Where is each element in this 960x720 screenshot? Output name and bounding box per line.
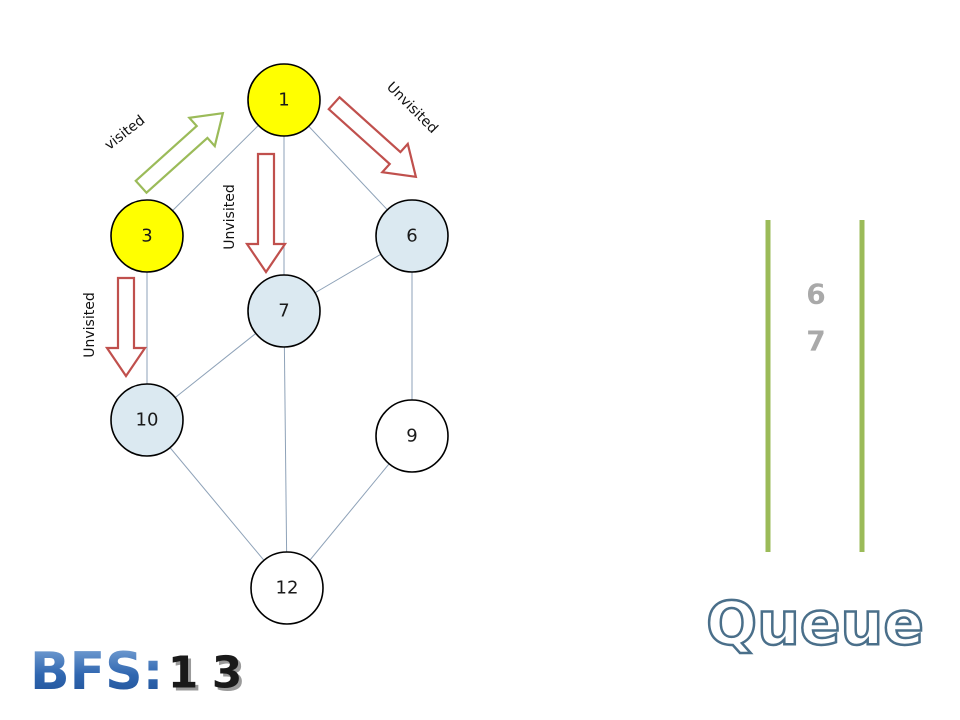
arrow-label: Unvisited [222, 184, 238, 249]
bfs-sequence-item: 1 [168, 648, 199, 699]
node-label: 9 [406, 426, 417, 447]
arrow-label: visited [102, 112, 148, 153]
node-3: 3 [110, 199, 184, 273]
node-label: 6 [406, 226, 417, 247]
bfs-sequence-shadow: 1 [171, 651, 202, 702]
node-circle [250, 551, 324, 625]
graph-nodes: 1 3 6 7 10 9 12 [110, 63, 449, 625]
node-12: 12 [250, 551, 324, 625]
arrow-label: Unvisited [383, 79, 441, 137]
queue-item: 6 [806, 278, 825, 311]
traversal-arrow-1-7: Unvisited [222, 152, 288, 274]
node-7: 7 [247, 274, 321, 348]
bfs-sequence-shadow: 3 [215, 651, 246, 702]
node-circle [375, 199, 449, 273]
node-label: 7 [278, 301, 289, 322]
bfs-label: BFS: [30, 642, 163, 702]
arrow-shape [327, 95, 418, 179]
node-circle [247, 63, 321, 137]
queue: 6 7 [765, 220, 865, 552]
node-10: 10 [110, 383, 184, 457]
node-circle [247, 274, 321, 348]
arrow-shape [104, 276, 148, 378]
traversal-arrow-1-6: Unvisited [327, 79, 441, 179]
arrow-shape [134, 111, 225, 195]
node-label: 12 [276, 578, 299, 599]
node-circle [375, 399, 449, 473]
traversal-arrow-3-1: visited [102, 111, 225, 195]
node-9: 9 [375, 399, 449, 473]
edge-7-12 [283, 310, 288, 589]
bfs-sequence-item: 3 [212, 648, 243, 699]
node-label: 10 [136, 410, 159, 431]
queue-title: Queue [706, 589, 924, 659]
traversal-arrow-3-10: Unvisited [82, 276, 148, 378]
node-6: 6 [375, 199, 449, 273]
node-label: 3 [141, 226, 152, 247]
node-1: 1 [247, 63, 321, 137]
queue-item: 7 [806, 325, 825, 358]
bfs-output: BFS: 1 1 3 3 [30, 642, 245, 702]
node-label: 1 [278, 90, 289, 111]
arrow-shape [244, 152, 288, 274]
arrow-label: Unvisited [82, 292, 98, 357]
node-circle [110, 383, 184, 457]
node-circle [110, 199, 184, 273]
